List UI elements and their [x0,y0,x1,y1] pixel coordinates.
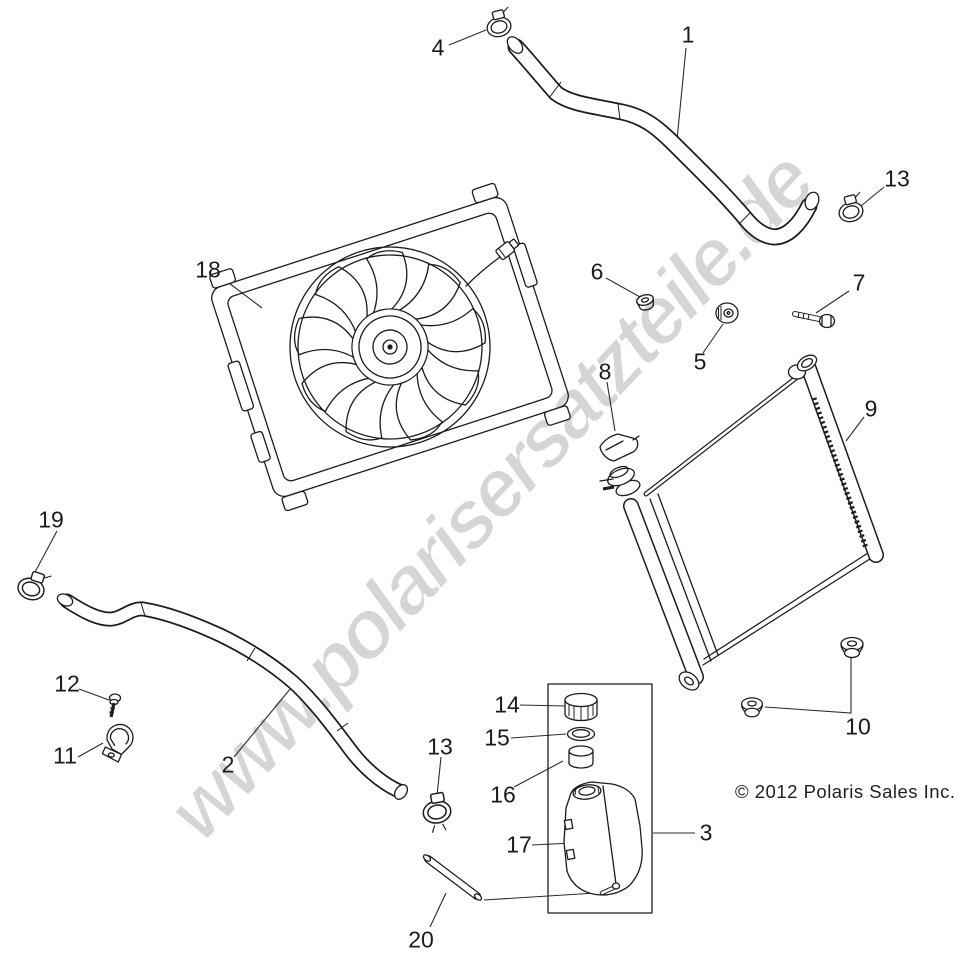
mount-grommet-b [740,697,764,718]
copyright-text: © 2012 Polaris Sales Inc. [735,781,956,802]
radiator [599,354,884,691]
fan-wire-connector [465,238,519,287]
clamp-screw [108,693,122,718]
hex-bolt [792,311,836,329]
p-clamp [101,723,134,763]
flanged-nut [636,294,654,311]
overflow-hose [422,854,483,901]
cooling-fan-assembly [209,182,571,512]
hose-clamp-19 [17,570,52,601]
seal-ring [566,726,596,742]
hose-clamp-13-top [838,191,864,223]
upper-radiator-hose [506,36,820,246]
rubber-bushing [715,302,739,324]
lower-radiator-hose [56,593,409,800]
bottle-assembly-box [547,683,653,914]
filler-collar [568,745,594,769]
drain-cap [599,433,640,462]
hose-clamp-13-bottom [422,791,452,833]
bottle-cap [564,692,598,722]
hose-clamp-4 [486,6,512,38]
coolant-bottle [563,781,643,896]
mount-grommet-a [840,636,864,659]
